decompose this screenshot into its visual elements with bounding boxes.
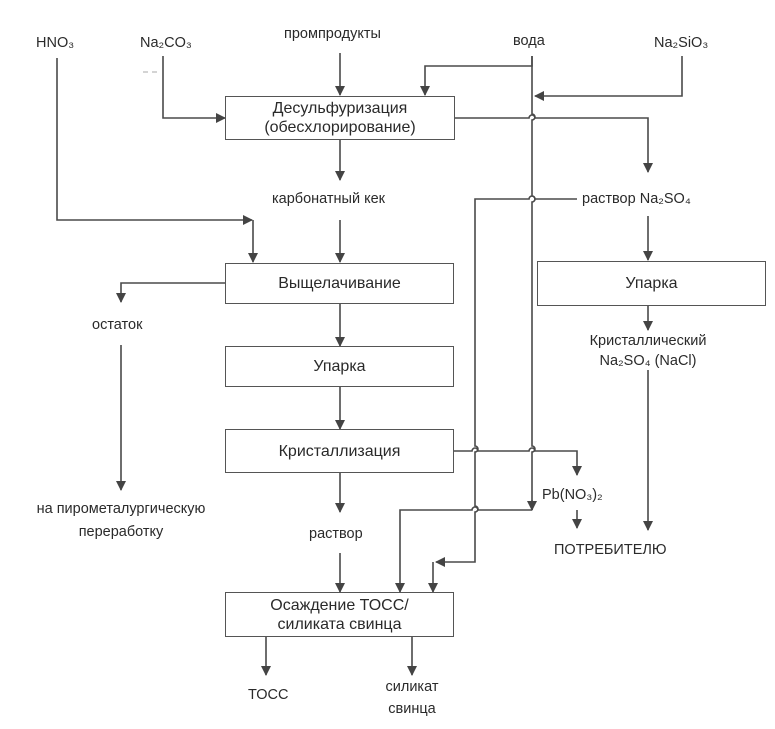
label-crystalline: Кристаллический Na₂SO₄ (NaCl) bbox=[578, 332, 718, 370]
evaporation1-label: Упарка bbox=[313, 358, 366, 375]
hno3-to-leaching-arrow bbox=[56, 58, 253, 225]
na2sio3-to-water-arrow bbox=[534, 56, 683, 101]
input-hno3: HNO₃ bbox=[36, 35, 75, 51]
desulf-line1: Десульфуризация bbox=[272, 100, 408, 117]
label-consumer: ПОТРЕБИТЕЛЮ bbox=[554, 542, 667, 558]
lead-silicate-line1: силикат bbox=[385, 679, 439, 695]
water-to-desulf-arrow bbox=[420, 56, 533, 96]
label-carbonate-cake: карбонатный кек bbox=[272, 191, 386, 207]
lead-silicate-line2: свинца bbox=[388, 701, 436, 717]
na2so4-solution-line bbox=[435, 195, 577, 567]
precipitation-line1: Осаждение ТОСС/ bbox=[270, 596, 409, 614]
label-lead-silicate: силикат свинца bbox=[372, 678, 452, 718]
input-promproducts: промпродукты bbox=[284, 26, 381, 42]
box-crystallization: Кристаллизация bbox=[225, 429, 454, 473]
box-desulfurization: Десульфуризация (обесхлорирование) bbox=[225, 96, 455, 140]
input-na2co3: Na₂CO₃ bbox=[140, 35, 192, 51]
label-pyro: на пирометалургическую переработку bbox=[20, 500, 222, 541]
na2co3-to-desulf-arrow bbox=[162, 56, 226, 123]
precipitation-line2: силиката свинца bbox=[277, 615, 402, 633]
box-precipitation: Осаждение ТОСС/ силиката свинца bbox=[225, 592, 454, 637]
box-leaching: Выщелачивание bbox=[225, 263, 454, 304]
pyro-line1: на пирометалургическую bbox=[36, 501, 206, 517]
desulf-line2: (обесхлорирование) bbox=[264, 119, 416, 136]
box-evaporation-2: Упарка bbox=[537, 261, 766, 306]
input-na2sio3: Na₂SiO₃ bbox=[654, 35, 709, 51]
water-to-precip-arrow bbox=[395, 506, 532, 593]
label-lead-nitrate: Pb(NO₃)₂ bbox=[542, 487, 603, 503]
box-evaporation-1: Упарка bbox=[225, 346, 454, 387]
water-main-line bbox=[531, 56, 536, 510]
label-toss: ТОСС bbox=[248, 687, 289, 703]
label-residue: остаток bbox=[92, 317, 143, 333]
label-solution: раствор bbox=[309, 526, 363, 542]
crystal-line2: Na₂SO₄ (NaCl) bbox=[599, 353, 697, 369]
label-na2so4-solution: раствор Na₂SO₄ bbox=[582, 191, 691, 207]
desulf-to-na2so4-arrow bbox=[455, 114, 653, 173]
cryst-to-leadnitrate-arrow bbox=[454, 447, 582, 476]
crystal-line1: Кристаллический bbox=[589, 333, 707, 349]
pyro-line2: переработку bbox=[78, 524, 164, 540]
leaching-label: Выщелачивание bbox=[278, 275, 401, 292]
input-water: вода bbox=[513, 33, 545, 49]
crystallization-label: Кристаллизация bbox=[278, 442, 401, 460]
evaporation2-label: Упарка bbox=[625, 275, 678, 292]
leaching-to-residue-arrow bbox=[116, 282, 225, 303]
